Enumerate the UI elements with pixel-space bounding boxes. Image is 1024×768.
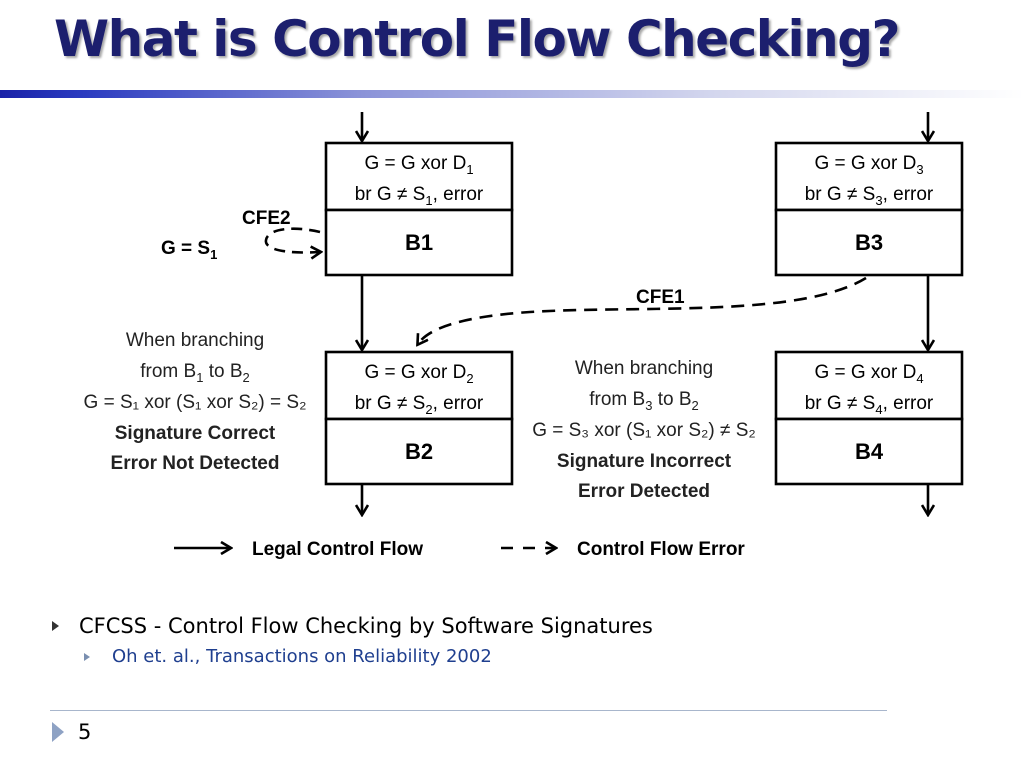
slide-title: What is Control Flow Checking? <box>54 10 901 68</box>
b2-label: B2 <box>405 439 433 464</box>
legend-legal-label: Legal Control Flow <box>252 539 423 560</box>
b4-update-code: G = G xor D4 <box>814 362 923 386</box>
left-note-line1: When branching <box>126 330 264 351</box>
b4-label: B4 <box>855 439 884 464</box>
bullet-text: CFCSS - Control Flow Checking by Softwar… <box>79 614 653 638</box>
reference-authors: Oh et. al., <box>112 646 201 667</box>
right-annotation: When branching from B3 to B2 G = S₃ xor … <box>532 358 756 502</box>
right-note-line3: G = S₃ xor (S₁ xor S₂) ≠ S₂ <box>532 420 756 441</box>
legend-error-label: Control Flow Error <box>577 539 745 560</box>
block-b3: G = G xor D3 br G ≠ S3, error B3 <box>774 141 964 277</box>
legend: Legal Control Flow Control Flow Error <box>174 539 745 560</box>
left-note-line3: G = S₁ xor (S₁ xor S₂) = S₂ <box>84 392 307 413</box>
sub-bullet-arrow-icon <box>84 652 90 661</box>
b3-update-code: G = G xor D3 <box>814 153 923 177</box>
cfe1-error-edge <box>418 276 867 344</box>
right-note-line5: Error Detected <box>578 481 710 502</box>
bullet-item-cfcss: CFCSS - Control Flow Checking by Softwar… <box>52 614 952 638</box>
block-b1: G = G xor D1 br G ≠ S1, error B1 <box>324 141 514 277</box>
left-annotation: When branching from B1 to B2 G = S₁ xor … <box>84 330 307 474</box>
right-note-line1: When branching <box>575 358 713 379</box>
cfe2-label: CFE2 <box>242 208 291 229</box>
footer-divider <box>50 710 887 711</box>
page-number: 5 <box>78 720 92 744</box>
b3-label: B3 <box>855 230 883 255</box>
cfe2-signature: G = S1 <box>161 238 217 262</box>
footer-triangle-icon <box>52 722 64 742</box>
b2-check-code: br G ≠ S2, error <box>355 393 484 417</box>
right-note-line4: Signature Incorrect <box>557 451 732 472</box>
cfcss-diagram: CFE1 CFE2 G = S1 G = G xor D1 br G ≠ S1,… <box>84 112 964 560</box>
reference-venue: Transactions on Reliability 2002 <box>206 646 492 667</box>
b3-check-code: br G ≠ S3, error <box>805 184 934 208</box>
left-note-line4: Signature Correct <box>115 423 276 444</box>
right-note-line2: from B3 to B2 <box>589 389 699 413</box>
b4-check-code: br G ≠ S4, error <box>805 393 934 417</box>
title-underline <box>0 90 1024 98</box>
block-b4: G = G xor D4 br G ≠ S4, error B4 <box>774 350 964 486</box>
left-note-line5: Error Not Detected <box>111 453 280 474</box>
bullet-list: CFCSS - Control Flow Checking by Softwar… <box>52 614 952 667</box>
left-note-line2: from B1 to B2 <box>140 361 250 385</box>
b1-label: B1 <box>405 230 433 255</box>
bullet-subitem-reference: Oh et. al., Transactions on Reliability … <box>84 646 952 667</box>
b2-update-code: G = G xor D2 <box>364 362 473 386</box>
cfe2-error-edge <box>264 227 320 253</box>
cfe1-label: CFE1 <box>636 287 685 308</box>
b1-check-code: br G ≠ S1, error <box>355 184 484 208</box>
b1-update-code: G = G xor D1 <box>364 153 473 177</box>
block-b2: G = G xor D2 br G ≠ S2, error B2 <box>324 350 514 486</box>
bullet-arrow-icon <box>52 621 59 631</box>
